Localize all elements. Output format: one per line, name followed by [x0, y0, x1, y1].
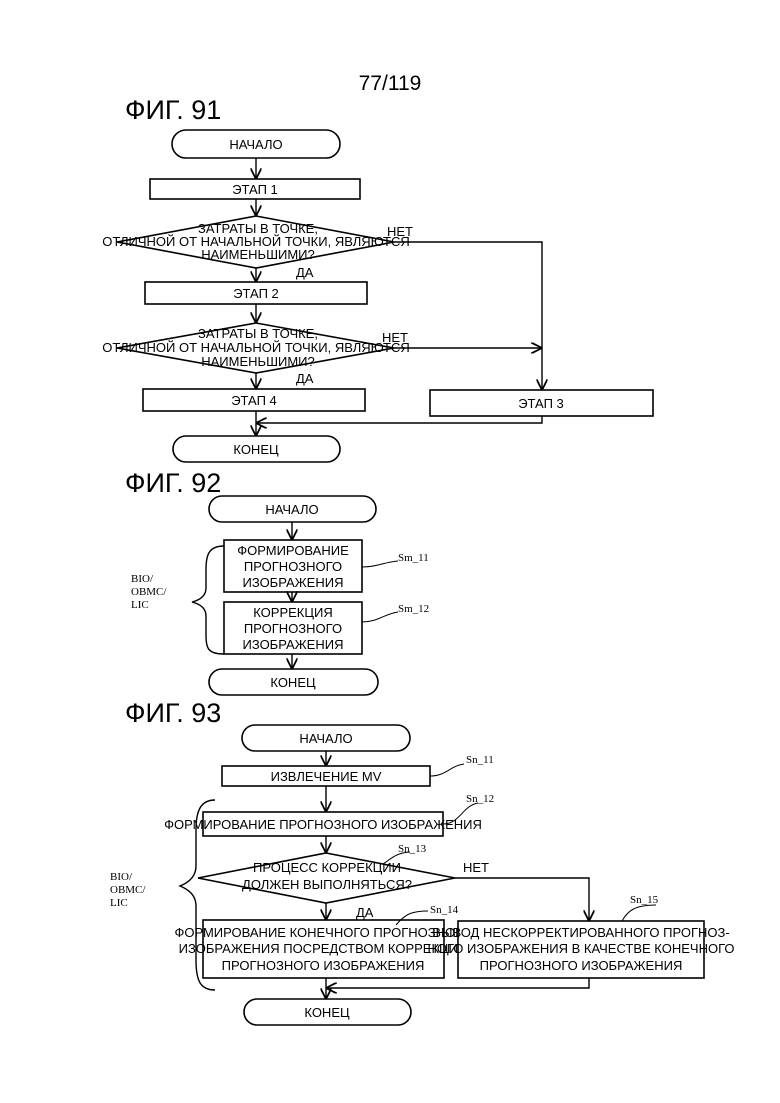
fig92-box2-line2: ПРОГНОЗНОГО [244, 621, 342, 636]
fig93-decision-ref: Sn_13 [398, 843, 427, 855]
fig93-left-box-line1: ФОРМИРОВАНИЕ КОНЕЧНОГО ПРОГНОЗНОГО [174, 925, 471, 940]
fig93-step1-ref: Sn_11 [466, 754, 494, 766]
fig92-box1-line2: ПРОГНОЗНОГО [244, 559, 342, 574]
fig91-decision2-line1: ЗАТРАТЫ В ТОЧКЕ, [198, 326, 318, 341]
fig93-brace-label-line1: BIO/ [110, 871, 133, 883]
fig93-left-box-ref: Sn_14 [430, 904, 459, 916]
fig93-start-label: НАЧАЛО [299, 731, 352, 746]
fig92-box2-ref: Sm_12 [398, 603, 429, 615]
figure-91: ФИГ. 91 НАЧАЛО ЭТАП 1 ЗАТРАТЫ В ТОЧКЕ, О… [102, 95, 653, 462]
fig91-step2-label: ЭТАП 2 [233, 286, 279, 301]
fig93-step1-label: ИЗВЛЕЧЕНИЕ MV [271, 769, 382, 784]
fig91-decision1-yes-label: ДА [296, 265, 314, 280]
fig91-arrow-step3-merge [257, 416, 542, 423]
fig92-box1-line3: ИЗОБРАЖЕНИЯ [243, 575, 344, 590]
fig91-decision2-yes-label: ДА [296, 371, 314, 386]
fig91-decision2-line2: ОТЛИЧНОЙ ОТ НАЧАЛЬНОЙ ТОЧКИ, ЯВЛЯЮТСЯ [102, 340, 410, 355]
fig92-box2-line3: ИЗОБРАЖЕНИЯ [243, 637, 344, 652]
fig93-left-box-line2: ИЗОБРАЖЕНИЯ ПОСРЕДСТВОМ КОРРЕКЦИИ [179, 941, 468, 956]
fig92-box2-leader [362, 612, 398, 622]
fig93-brace-label-line3: LIC [110, 897, 128, 909]
fig92-brace-label-line1: BIO/ [131, 573, 154, 585]
fig92-end-label: КОНЕЦ [270, 675, 316, 690]
fig93-right-box-leader [622, 905, 656, 921]
fig93-step1-leader [430, 764, 464, 776]
fig93-decision-yes-label: ДА [356, 905, 374, 920]
fig93-decision-no-label: НЕТ [463, 860, 489, 875]
fig93-right-box-line1: ВЫВОД НЕСКОРРЕКТИРОВАННОГО ПРОГНОЗ- [432, 925, 729, 940]
fig93-decision-line2: ДОЛЖЕН ВЫПОЛНЯТЬСЯ? [242, 877, 412, 892]
fig92-box2-line1: КОРРЕКЦИЯ [253, 605, 332, 620]
fig92-start-label: НАЧАЛО [265, 502, 318, 517]
fig92-box1-line1: ФОРМИРОВАНИЕ [237, 543, 349, 558]
fig91-decision2-line3: НАИМЕНЬШИМИ? [201, 354, 314, 369]
fig93-step2-ref: Sn_12 [466, 793, 494, 805]
fig93-right-box-line2: НОГО ИЗОБРАЖЕНИЯ В КАЧЕСТВЕ КОНЕЧНОГО [428, 941, 735, 956]
fig93-step2-label: ФОРМИРОВАНИЕ ПРОГНОЗНОГО ИЗОБРАЖЕНИЯ [164, 817, 482, 832]
fig92-grouping-brace [192, 546, 224, 654]
fig93-arrow-no-right-box [455, 878, 589, 920]
fig91-start-label: НАЧАЛО [229, 137, 282, 152]
fig91-decision1-line3: НАИМЕНЬШИМИ? [201, 247, 314, 262]
fig92-brace-label-line2: OBMC/ [131, 586, 167, 598]
figure-93: ФИГ. 93 НАЧАЛО ИЗВЛЕЧЕНИЕ MV Sn_11 ФОРМИ… [110, 698, 735, 1025]
fig93-arrow-right-merge [327, 978, 589, 988]
fig93-right-box-ref: Sn_15 [630, 894, 659, 906]
fig92-box1-leader [362, 561, 398, 567]
figure-92: ФИГ. 92 НАЧАЛО ФОРМИРОВАНИЕ ПРОГНОЗНОГО … [125, 468, 429, 695]
fig93-left-box-line3: ПРОГНОЗНОГО ИЗОБРАЖЕНИЯ [222, 958, 425, 973]
fig91-decision1-no-label: НЕТ [387, 224, 413, 239]
fig91-decision2-no-label: НЕТ [382, 330, 408, 345]
page-number: 77/119 [359, 72, 422, 95]
fig93-brace-label-line2: OBMC/ [110, 884, 146, 896]
fig91-end-label: КОНЕЦ [233, 442, 279, 457]
figure-93-title: ФИГ. 93 [125, 698, 221, 728]
fig92-box1-ref: Sm_11 [398, 552, 429, 564]
fig93-end-label: КОНЕЦ [304, 1005, 350, 1020]
fig91-step3-label: ЭТАП 3 [518, 396, 564, 411]
fig91-step1-label: ЭТАП 1 [232, 182, 278, 197]
fig93-decision-line1: ПРОЦЕСС КОРРЕКЦИИ [253, 860, 401, 875]
fig92-brace-label-line3: LIC [131, 599, 149, 611]
fig91-step4-label: ЭТАП 4 [231, 393, 277, 408]
figure-91-title: ФИГ. 91 [125, 95, 221, 125]
fig93-right-box-line3: ПРОГНОЗНОГО ИЗОБРАЖЕНИЯ [480, 958, 683, 973]
fig91-arrow-no1-to-step3 [394, 242, 542, 389]
figure-92-title: ФИГ. 92 [125, 468, 221, 498]
